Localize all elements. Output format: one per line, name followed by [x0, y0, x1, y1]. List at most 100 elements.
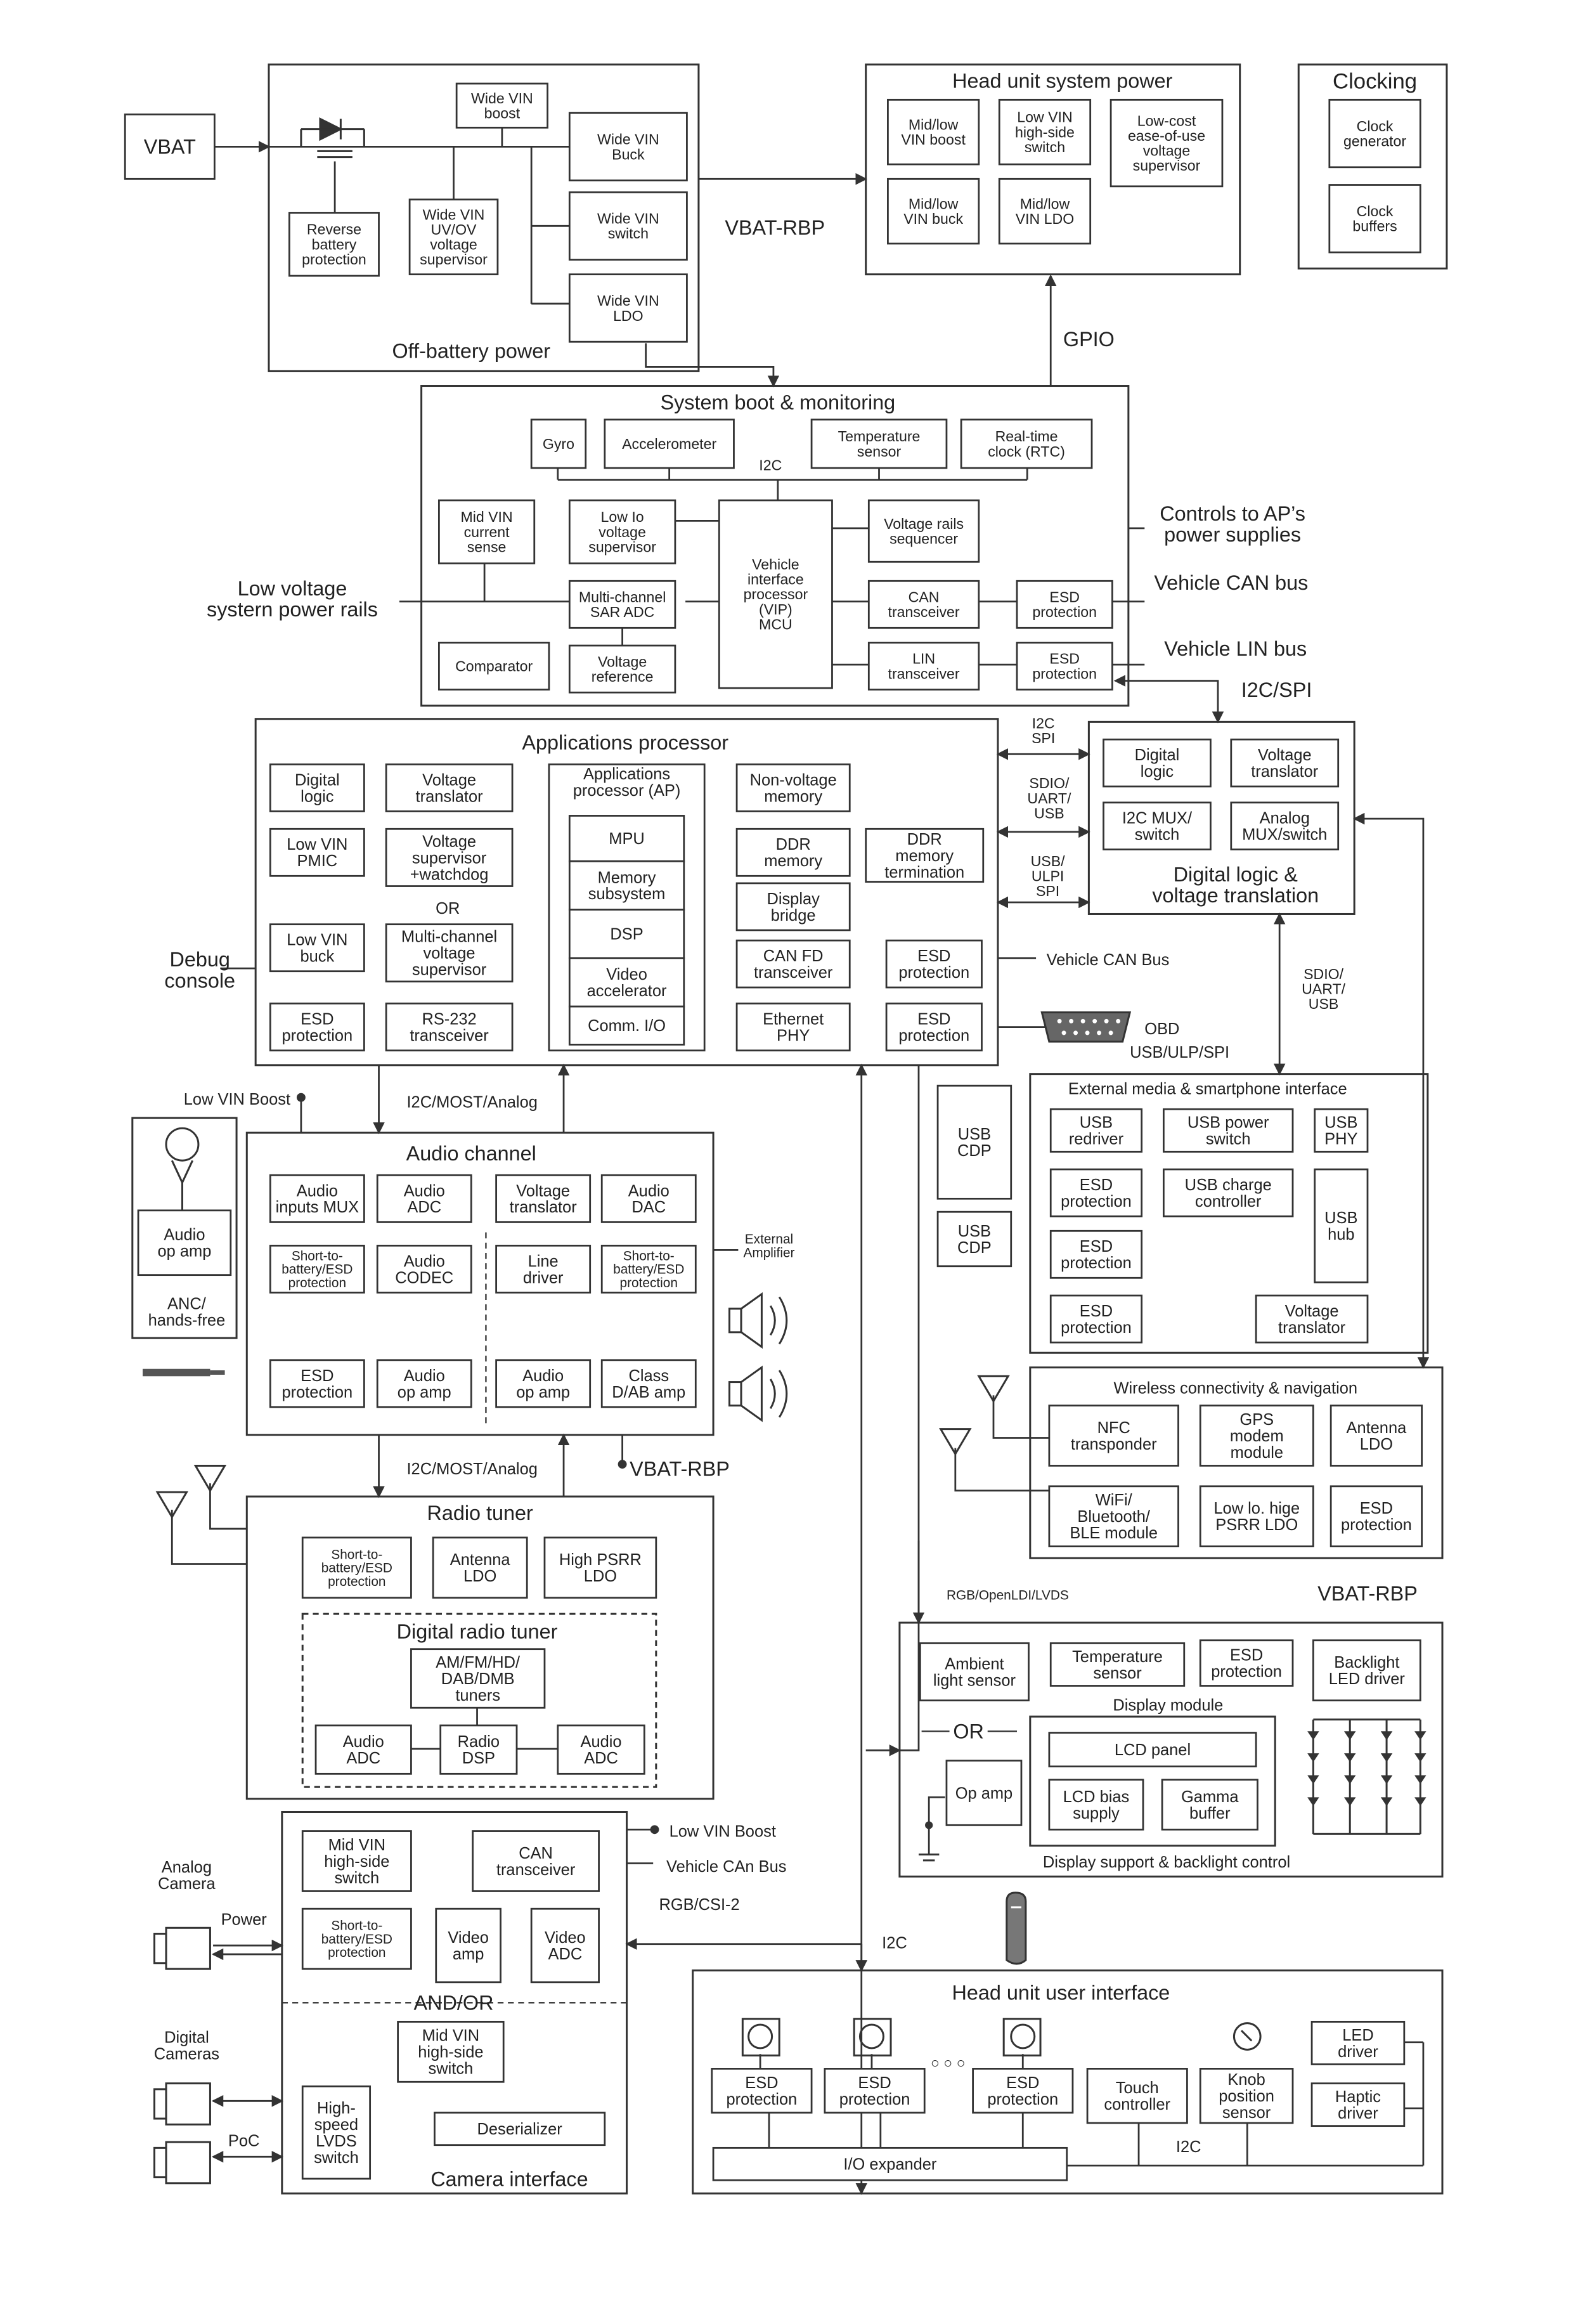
i2c-mux-block: I2C MUX/switch	[1103, 802, 1212, 851]
vbat-rbp-radio-label: VBAT-RBP	[630, 1457, 730, 1480]
accelerometer-label: Accelerometer	[622, 436, 716, 452]
clocking-title: Clocking	[1333, 69, 1417, 93]
antenna-icon	[155, 1491, 189, 1519]
or-display-label: OR	[953, 1720, 984, 1743]
i2c-boot-label: I2C	[759, 457, 782, 474]
wifi-bt-label: WiFi/Bluetooth/BLE module	[1070, 1491, 1158, 1542]
accelerometer-block: Accelerometer	[604, 419, 735, 469]
head-unit-ui-section: Head unit user interface	[692, 1969, 1444, 2195]
audio-jack-icon	[143, 1368, 225, 1377]
antenna-icon	[193, 1464, 227, 1493]
vehicle-lin-bus-label: Vehicle LIN bus	[1164, 637, 1307, 660]
lcd-panel-block: LCD panel	[1048, 1732, 1257, 1768]
connector-lines	[171, 127, 1430, 2195]
display-support-title: Display support & backlight control	[1043, 1853, 1290, 1871]
i2c-mux-label: I2C MUX/switch	[1122, 810, 1193, 844]
button-icon	[1002, 2018, 1042, 2057]
head-unit-power-title: Head unit system power	[952, 70, 1173, 93]
digital-radio-tuner-title: Digital radio tuner	[397, 1620, 558, 1643]
antenna-icon	[939, 1428, 972, 1456]
vehicle-can-bus-ap-label: Vehicle CAN Bus	[1047, 951, 1170, 969]
led-array-icon	[1307, 1718, 1426, 1835]
dsp-label: DSP	[610, 926, 643, 944]
speaker-icon	[728, 1292, 788, 1349]
audio-channel-section: Audio channel	[245, 1131, 715, 1436]
anc-hands-free-label: ANC/hands-free	[148, 1295, 226, 1329]
system-boot-section: System boot & monitoring	[420, 385, 1130, 707]
comparator-label: Comparator	[455, 658, 533, 675]
button-icon	[741, 2018, 780, 2057]
head-unit-power-section: Head unit system power	[865, 63, 1241, 276]
io-expander-block: I/O expander	[712, 2146, 1068, 2181]
